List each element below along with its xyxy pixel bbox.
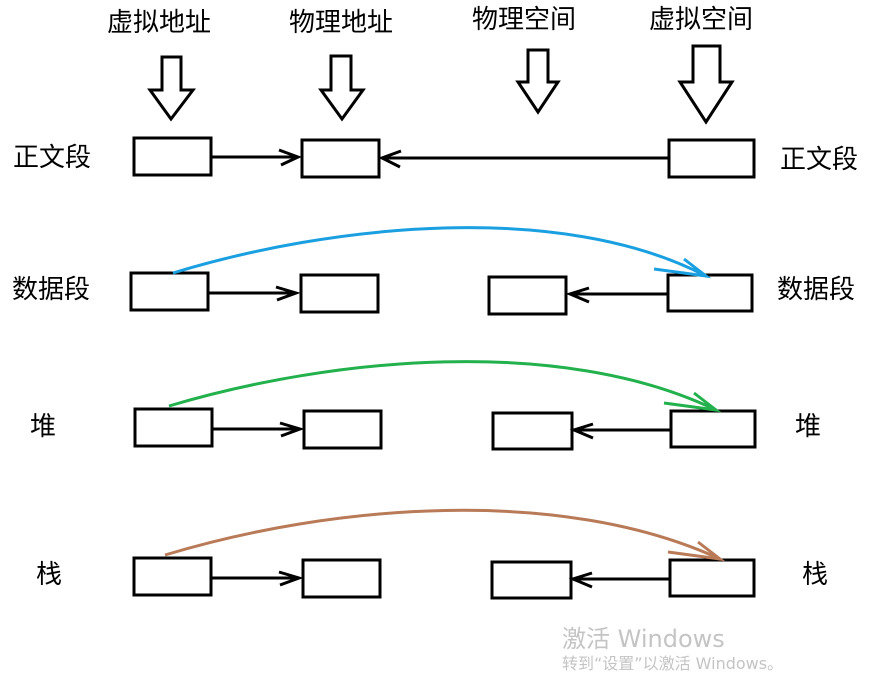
row-label-right-heap: 堆	[795, 412, 822, 442]
physical-address-box-data	[299, 273, 380, 314]
virtual-space-box-data	[666, 273, 754, 313]
virtual-address-box-heap	[133, 407, 214, 448]
virtual-address-box-stack	[132, 556, 213, 597]
physical-address-box-text	[300, 138, 381, 179]
map-arrow-data-left	[208, 285, 301, 302]
row-label-left-data: 数据段	[12, 275, 91, 305]
row-label-left-stack: 栈	[36, 560, 63, 590]
curve-arrowhead-heap	[663, 391, 722, 413]
map-arrow-data-right	[565, 286, 668, 304]
virtual-space-box-text	[667, 138, 756, 179]
curve-arrowhead-data	[653, 257, 712, 279]
virtual-address-box-text	[132, 136, 213, 177]
curve-path-stack	[164, 508, 721, 561]
map-arrow-text-left	[211, 148, 302, 167]
curve-path-data	[172, 226, 707, 278]
physical-space-box-data	[487, 275, 568, 316]
curve-path-heap	[168, 360, 717, 412]
row-label-right-data: 数据段	[777, 275, 856, 305]
curve-arrow-stack	[164, 508, 726, 562]
header-physical-space: 物理空间	[472, 5, 577, 35]
physical-address-box-heap	[302, 409, 383, 450]
row-label-left-heap: 堆	[30, 412, 57, 442]
header-physical-address: 物理地址	[289, 8, 394, 38]
row-label-right-stack: 栈	[802, 560, 829, 590]
physical-address-box-stack	[301, 558, 382, 599]
map-arrow-heap-right	[569, 422, 671, 440]
header-virtual-space: 虚拟空间	[649, 5, 754, 35]
map-arrow-stack-right	[568, 571, 670, 589]
virtual-space-box-heap	[669, 409, 757, 449]
activate-windows-title: 激活 Windows	[562, 625, 725, 653]
physical-space-box-stack	[490, 560, 573, 600]
activate-windows-subtitle: 转到“设置”以激活 Windows。	[562, 654, 784, 673]
row-label-right-text: 正文段	[780, 145, 859, 175]
down-arrow-icon-virtual-space	[677, 44, 735, 125]
map-arrow-heap-left	[212, 421, 305, 438]
curve-arrow-heap	[168, 360, 722, 413]
map-arrow-text-right	[378, 149, 669, 169]
down-arrow-icon-physical-space	[515, 48, 561, 115]
down-arrow-icon-physical-address	[318, 54, 366, 122]
virtual-address-box-data	[129, 271, 210, 312]
virtual-space-box-stack	[668, 558, 756, 598]
curve-arrow-data	[172, 226, 712, 279]
row-label-left-text: 正文段	[13, 143, 92, 173]
down-arrow-icon-virtual-address	[147, 55, 197, 122]
header-virtual-address: 虚拟地址	[107, 8, 212, 38]
map-arrow-stack-left	[211, 570, 304, 587]
physical-space-box-heap	[491, 411, 574, 451]
curve-arrowhead-stack	[667, 540, 726, 562]
